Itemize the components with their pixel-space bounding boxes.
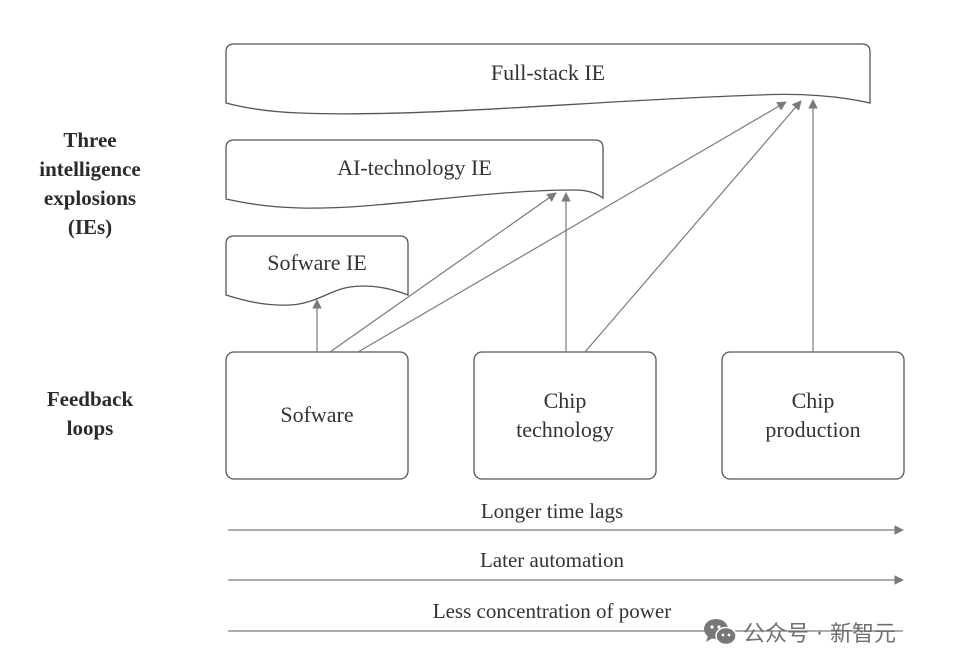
trend-label-automation: Later automation bbox=[479, 548, 625, 572]
trend-label-power: Less concentration of power bbox=[432, 599, 672, 623]
chip-technology-loop-label-line: technology bbox=[516, 417, 614, 442]
software-ie-label: Sofware IE bbox=[267, 250, 367, 275]
software-loop-label-line: Sofware bbox=[280, 402, 354, 427]
feedback-row-label-line: loops bbox=[66, 416, 114, 440]
ies-row-label-line: Three bbox=[63, 128, 117, 152]
feedback-row-label-line: Feedback bbox=[46, 387, 134, 411]
software-ie-shape bbox=[225, 235, 409, 306]
ai-technology-ie-shape bbox=[225, 139, 604, 209]
chip-production-loop-label-line: Chip bbox=[791, 388, 835, 413]
watermark: 公众号 · 新智元 bbox=[703, 616, 896, 648]
full-stack-ie-label: Full-stack IE bbox=[490, 60, 606, 85]
edge-software-to-ai-technology-ie bbox=[329, 192, 557, 353]
chip-production-loop-label: Chip production bbox=[722, 386, 904, 444]
edge-chip-technology-to-full-stack-ie bbox=[584, 100, 802, 353]
trend-label-time-lags: Longer time lags bbox=[480, 499, 624, 523]
watermark-text: 公众号 · 新智元 bbox=[743, 622, 896, 647]
chip-production-loop-label-line: production bbox=[765, 417, 861, 442]
full-stack-ie-shape bbox=[225, 43, 871, 115]
ies-row-label-line: intelligence bbox=[39, 157, 141, 181]
ies-row-label: Three intelligence explosions (IEs) bbox=[10, 126, 170, 242]
ies-row-label-line: (IEs) bbox=[67, 215, 113, 239]
ai-technology-ie-label: AI-technology IE bbox=[337, 155, 492, 180]
software-loop-label: Sofware bbox=[226, 400, 408, 429]
ies-row-label-line: explosions bbox=[43, 186, 137, 210]
wechat-icon bbox=[704, 619, 737, 646]
chip-technology-loop-label-line: Chip bbox=[543, 388, 587, 413]
chip-technology-loop-box bbox=[473, 351, 657, 480]
feedback-row-label: Feedback loops bbox=[10, 385, 170, 443]
edge-software-to-full-stack-ie bbox=[357, 101, 787, 353]
chip-technology-loop-label: Chip technology bbox=[474, 386, 656, 444]
